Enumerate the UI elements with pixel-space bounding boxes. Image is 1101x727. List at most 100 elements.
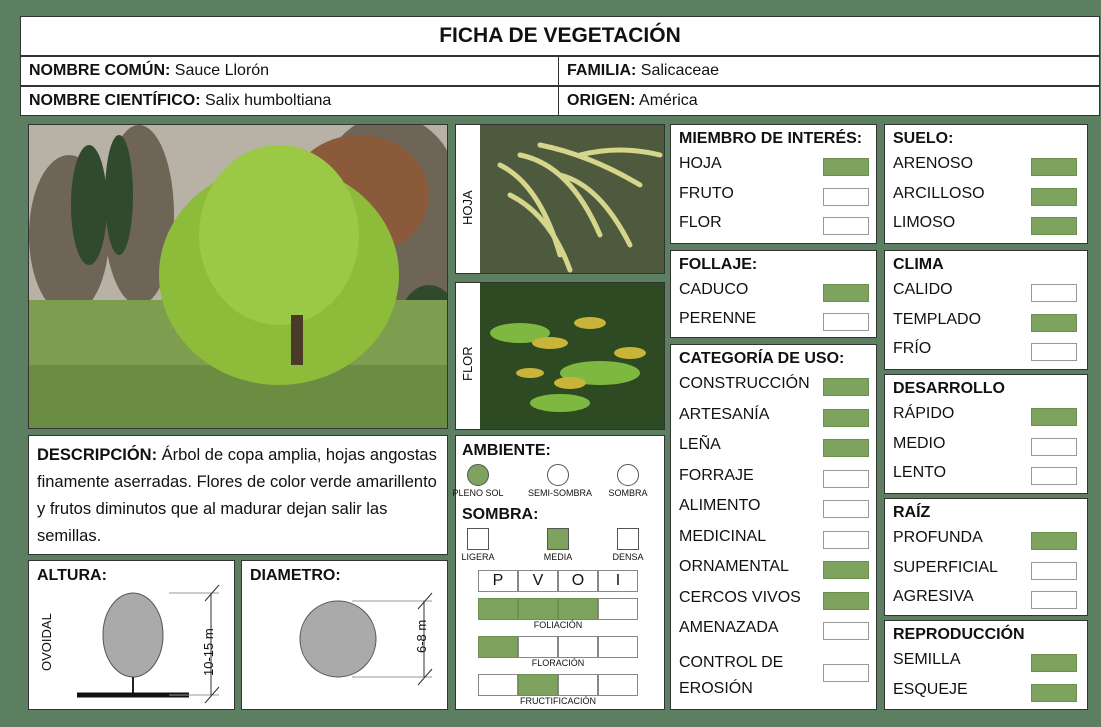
- phenology-cell: [598, 674, 638, 696]
- follaje-checkbox[interactable]: [823, 284, 869, 302]
- phenology-cell: [478, 674, 518, 696]
- reproduccion-checkbox[interactable]: [1031, 683, 1077, 702]
- uso-item-label: CERCOS VIVOS: [679, 588, 801, 606]
- phenology-cell: [478, 636, 518, 658]
- phenology-cell: [518, 598, 558, 620]
- clima-checkbox[interactable]: [1031, 284, 1077, 302]
- follaje-checkbox[interactable]: [823, 313, 869, 331]
- desarrollo-checkbox[interactable]: [1031, 437, 1077, 456]
- uso-item-label: ARTESANÍA: [679, 405, 770, 423]
- clima-checkbox[interactable]: [1031, 343, 1077, 361]
- shade-option-label: DENSA: [612, 552, 644, 562]
- uso-item-label: LEÑA: [679, 436, 721, 453]
- shade-option-0[interactable]: [467, 528, 489, 550]
- reproduccion-checkbox[interactable]: [1031, 654, 1077, 672]
- phenology-cell: [478, 598, 518, 620]
- tree-photo: [28, 124, 448, 429]
- phenology-cell: [558, 674, 598, 696]
- clima-title: CLIMA: [893, 256, 944, 273]
- phenology-row-label: FRUCTIFICACIÓN: [520, 696, 596, 706]
- sheet-title: FICHA DE VEGETACIÓN: [20, 16, 1100, 56]
- phenology-cell: [558, 598, 598, 620]
- suelo-checkbox[interactable]: [1031, 187, 1077, 206]
- desarrollo-checkbox[interactable]: [1031, 467, 1077, 485]
- environment-option-label: PLENO SOL: [452, 488, 504, 498]
- season-O: O: [558, 570, 598, 592]
- leaf-photo-panel: HOJA: [455, 124, 665, 274]
- clima-item-label: TEMPLADO: [893, 310, 982, 328]
- follaje-item-label: CADUCO: [679, 281, 749, 298]
- follaje-title: FOLLAJE:: [679, 256, 758, 273]
- shade-option-1[interactable]: [547, 528, 569, 550]
- environment-option-1[interactable]: [547, 464, 569, 486]
- desarrollo-item-label: LENTO: [893, 464, 947, 481]
- uso-item-label: ORNAMENTAL: [679, 558, 789, 575]
- clima-checkbox[interactable]: [1031, 313, 1077, 332]
- raiz-item-label: SUPERFICIAL: [893, 558, 998, 576]
- uso-checkbox[interactable]: [823, 378, 869, 396]
- shade-option-label: MEDIA: [543, 552, 573, 562]
- miembro-checkbox[interactable]: [823, 217, 869, 235]
- suelo-checkbox[interactable]: [1031, 217, 1077, 235]
- uso-checkbox[interactable]: [823, 622, 869, 640]
- shade-option-2[interactable]: [617, 528, 639, 550]
- raiz-checkbox[interactable]: [1031, 561, 1077, 580]
- season-P: P: [478, 570, 518, 592]
- uso-checkbox[interactable]: [823, 663, 869, 682]
- phenology-cell: [518, 636, 558, 658]
- miembro-checkbox[interactable]: [823, 187, 869, 206]
- miembro-item-label: FLOR: [679, 214, 722, 231]
- diameter-value: 6-8 m: [414, 619, 429, 653]
- diameter-panel: DIAMETRO: 6-8 m: [241, 560, 448, 710]
- diameter-diagram: [299, 592, 433, 686]
- uso-item-label: MEDICINAL: [679, 527, 767, 545]
- environment-label: AMBIENTE:: [462, 442, 551, 459]
- uso-checkbox[interactable]: [823, 500, 869, 518]
- raiz-checkbox[interactable]: [1031, 532, 1077, 550]
- raiz-checkbox[interactable]: [1031, 591, 1077, 609]
- uso-item-label: FORRAJE: [679, 466, 754, 484]
- uso-item-label: ALIMENTO: [679, 497, 761, 514]
- suelo-item-label: LIMOSO: [893, 214, 956, 231]
- environment-panel: AMBIENTE: PLENO SOL SEMI-SOMBRA SOMBRA SOM…: [452, 435, 665, 710]
- leaf-photo: [480, 125, 664, 273]
- suelo-checkbox[interactable]: [1031, 158, 1077, 176]
- uso-checkbox[interactable]: [823, 561, 869, 579]
- height-diagram: [77, 584, 220, 704]
- miembro-item-label: FRUTO: [679, 184, 734, 202]
- miembro-title: MIEMBRO DE INTERÉS:: [679, 130, 863, 147]
- flower-photo: [480, 283, 664, 429]
- suelo-title: SUELO:: [893, 130, 954, 147]
- uso-checkbox[interactable]: [823, 530, 869, 549]
- environment-option-label: SEMI-SOMBRA: [528, 488, 593, 498]
- flower-photo-label: FLOR: [460, 346, 475, 381]
- desarrollo-checkbox[interactable]: [1031, 408, 1077, 426]
- uso-checkbox[interactable]: [823, 408, 869, 427]
- uso-item-label: AMENAZADA: [679, 619, 779, 636]
- desarrollo-item-label: RÁPIDO: [893, 405, 955, 422]
- scientific-name-row: NOMBRE CIENTÍFICO: Salix humboltiana: [20, 86, 560, 116]
- flower-photo-panel: FLOR: [455, 282, 665, 430]
- diameter-label: DIAMETRO:: [250, 567, 341, 584]
- season-I: I: [598, 570, 638, 592]
- reproduccion-title: REPRODUCCIÓN: [893, 626, 1025, 643]
- uso-title: CATEGORÍA DE USO:: [679, 350, 845, 367]
- phenology-cell: [598, 598, 638, 620]
- uso-checkbox[interactable]: [823, 591, 869, 610]
- reproduccion-item-label: ESQUEJE: [893, 680, 968, 698]
- uso-checkbox[interactable]: [823, 439, 869, 457]
- shade-label: SOMBRA:: [462, 506, 539, 523]
- uso-item-label: CONTROL DE EROSIÓN: [679, 653, 784, 697]
- uso-checkbox[interactable]: [823, 469, 869, 488]
- suelo-item-label: ARENOSO: [893, 155, 974, 172]
- season-V: V: [518, 570, 558, 592]
- phenology-cell: [558, 636, 598, 658]
- environment-option-0[interactable]: [467, 464, 489, 486]
- environment-option-label: SOMBRA: [608, 488, 648, 498]
- miembro-checkbox[interactable]: [823, 158, 869, 176]
- environment-option-2[interactable]: [617, 464, 639, 486]
